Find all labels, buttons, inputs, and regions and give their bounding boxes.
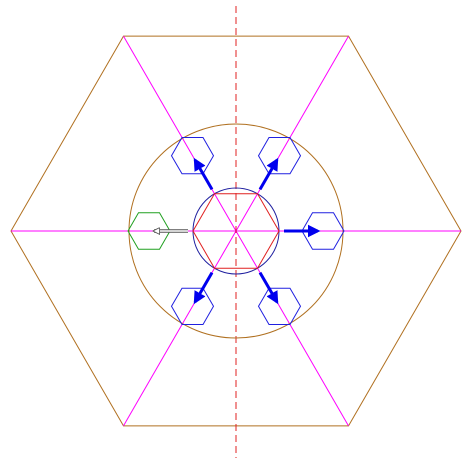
direction-arrow [193,157,214,191]
inner-hexagon [192,193,280,269]
node-hexagon [257,287,302,325]
direction-arrow [258,157,279,191]
active-node-hexagon [127,212,171,250]
structure-layer [10,6,462,458]
direction-arrow [258,271,279,305]
middle-circle [128,123,344,339]
arrows-layer [154,157,321,305]
direction-arrow [193,271,214,305]
node-hexagon [257,137,302,175]
